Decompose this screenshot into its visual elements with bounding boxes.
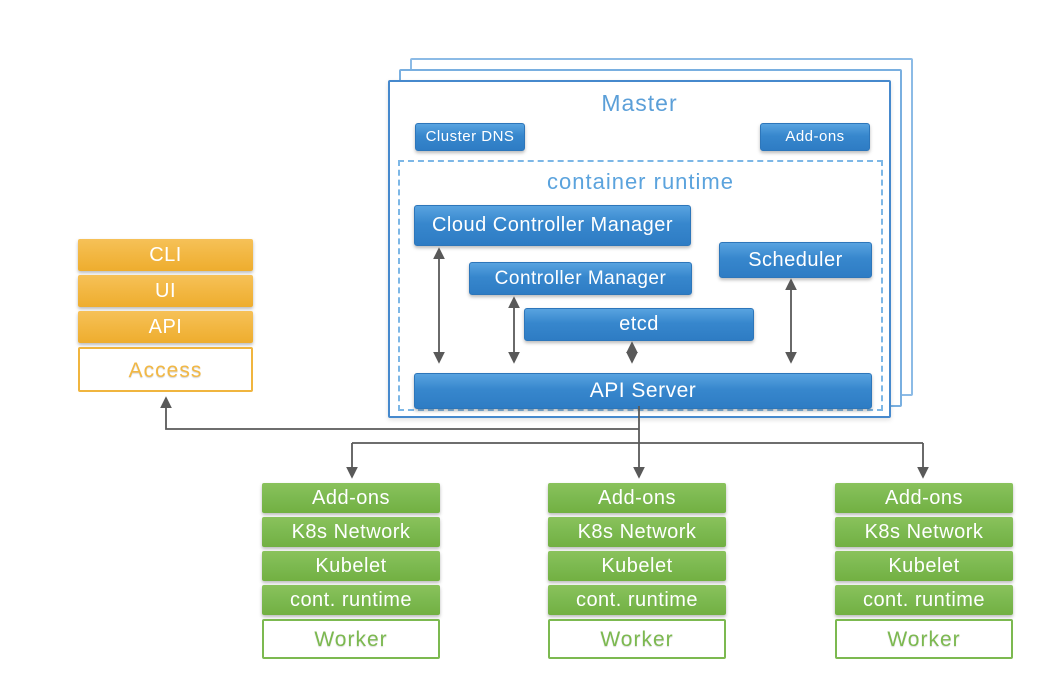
access-api-box: API bbox=[78, 311, 253, 343]
worker1-kubelet-box: Kubelet bbox=[262, 551, 440, 581]
access-ui-box: UI bbox=[78, 275, 253, 307]
worker2-addons-box: Add-ons bbox=[548, 483, 726, 513]
worker2-label: Worker bbox=[548, 619, 726, 659]
worker-node-2: Add-ons K8s Network Kubelet cont. runtim… bbox=[548, 483, 726, 659]
worker1-addons-box: Add-ons bbox=[262, 483, 440, 513]
access-label: Access bbox=[78, 347, 253, 392]
master-title: Master bbox=[601, 90, 678, 116]
worker-node-3: Add-ons K8s Network Kubelet cont. runtim… bbox=[835, 483, 1013, 659]
access-cli-box: CLI bbox=[78, 239, 253, 271]
cluster-dns-box: Cluster DNS bbox=[415, 123, 525, 151]
worker2-k8s-network-box: K8s Network bbox=[548, 517, 726, 547]
access-group: CLI UI API Access bbox=[78, 239, 253, 392]
cloud-controller-manager-box: Cloud Controller Manager bbox=[414, 205, 691, 246]
worker1-container-runtime-box: cont. runtime bbox=[262, 585, 440, 615]
worker3-addons-box: Add-ons bbox=[835, 483, 1013, 513]
scheduler-box: Scheduler bbox=[719, 242, 872, 278]
worker3-container-runtime-box: cont. runtime bbox=[835, 585, 1013, 615]
worker2-container-runtime-box: cont. runtime bbox=[548, 585, 726, 615]
worker1-label: Worker bbox=[262, 619, 440, 659]
master-addons-box: Add-ons bbox=[760, 123, 870, 151]
etcd-box: etcd bbox=[524, 308, 754, 341]
master-node: Master Cluster DNS Add-ons container run… bbox=[388, 80, 891, 418]
worker2-kubelet-box: Kubelet bbox=[548, 551, 726, 581]
container-runtime-group: container runtime Cloud Controller Manag… bbox=[398, 160, 883, 411]
worker3-k8s-network-box: K8s Network bbox=[835, 517, 1013, 547]
api-server-box: API Server bbox=[414, 373, 872, 409]
worker-node-1: Add-ons K8s Network Kubelet cont. runtim… bbox=[262, 483, 440, 659]
container-runtime-title: container runtime bbox=[547, 169, 734, 194]
controller-manager-box: Controller Manager bbox=[469, 262, 692, 295]
worker1-k8s-network-box: K8s Network bbox=[262, 517, 440, 547]
worker3-label: Worker bbox=[835, 619, 1013, 659]
worker3-kubelet-box: Kubelet bbox=[835, 551, 1013, 581]
